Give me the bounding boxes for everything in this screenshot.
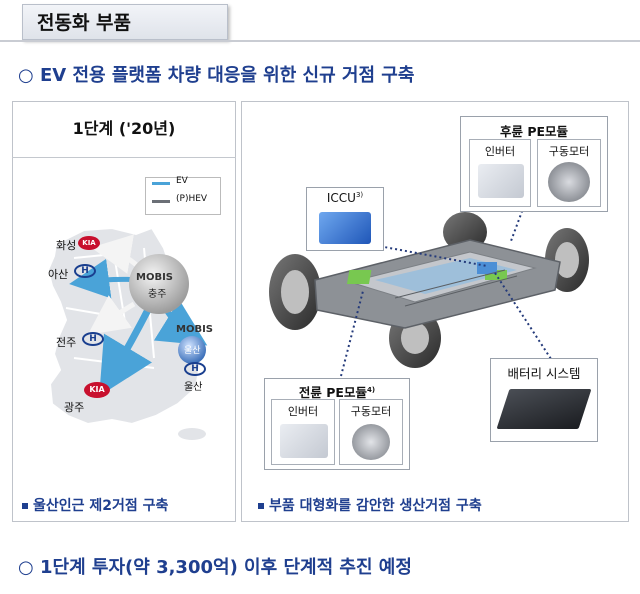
front-inverter-card: 인버터 — [271, 399, 335, 465]
ev-legend-swatch — [152, 182, 170, 185]
mobis-chungju-city: 충주 — [148, 289, 167, 300]
front-pe-title: 전륜 PE모듈 — [298, 385, 367, 400]
battery-image — [496, 389, 592, 429]
city-jeonju: 전주 — [56, 336, 77, 349]
square-bullet-icon — [258, 503, 264, 509]
front-pe-connector — [340, 290, 364, 377]
mobis-chungju-brand: MOBIS — [136, 272, 173, 283]
inverter-image — [280, 424, 328, 458]
front-pe-title-row: 전륜 PE모듈4) — [265, 382, 409, 401]
iccu-box: ICCU3) — [306, 187, 384, 251]
motor-image — [352, 424, 390, 460]
inverter-image — [478, 164, 524, 198]
ulsan-sphere — [178, 336, 206, 364]
legend-ev-label: EV — [176, 176, 188, 186]
front-pe-footnote: 4) — [366, 385, 376, 394]
rear-inverter-card: 인버터 — [469, 139, 531, 207]
hyundai-ulsan-city: 울산 — [184, 382, 203, 393]
front-motor-card: 구동모터 — [339, 399, 403, 465]
iccu-title: ICCU — [326, 191, 356, 205]
front-inverter-label: 인버터 — [287, 405, 319, 418]
iccu-image — [319, 212, 371, 244]
chungju-sphere — [129, 254, 189, 314]
square-bullet-icon — [22, 503, 28, 509]
hyundai-logo-jeonju-icon: H — [82, 332, 104, 346]
hev-legend-swatch — [152, 200, 170, 203]
page-title: 전동화 부품 — [22, 4, 228, 40]
legend-hev-label: (P)HEV — [176, 194, 208, 204]
kia-logo-gwangju: KIA — [84, 382, 110, 398]
right-note: 부품 대형화를 감안한 생산거점 구축 — [258, 495, 482, 515]
map-legend: EV (P)HEV — [145, 176, 221, 215]
kia-logo-hwaseong: KIA — [78, 236, 100, 250]
right-note-text: 부품 대형화를 감안한 생산거점 구축 — [269, 498, 482, 514]
motor-image — [548, 162, 590, 202]
mobis-ulsan-brand: MOBIS — [176, 324, 213, 335]
rear-pe-box: 후륜 PE모듈 인버터 구동모터 — [460, 116, 608, 212]
mobis-ulsan-city: 울산 — [184, 346, 201, 356]
heading-2-text: 1단계 투자(약 3,300억) 이후 단계적 추진 예정 — [39, 557, 412, 578]
rear-pe-title: 후륜 PE모듈 — [499, 124, 569, 139]
heading-1-text: EV 전용 플랫폼 차량 대응을 위한 신규 거점 구축 — [39, 65, 415, 86]
battery-box: 배터리 시스템 — [490, 358, 598, 442]
ev-platform-illustration — [269, 212, 589, 368]
rear-inverter-label: 인버터 — [484, 145, 516, 158]
circle-bullet-icon: ○ — [18, 65, 40, 86]
title-divider — [0, 40, 640, 42]
heading-1: ○ EV 전용 플랫폼 차량 대응을 위한 신규 거점 구축 — [18, 61, 414, 87]
hyundai-logo-ulsan-icon: H — [184, 362, 206, 376]
battery-title: 배터리 시스템 — [507, 366, 581, 381]
phase-title: 1단계 ('20년) — [12, 101, 236, 158]
left-note: 울산인근 제2거점 구축 — [22, 495, 168, 515]
iccu-title-row: ICCU3) — [307, 191, 383, 205]
rear-motor-label: 구동모터 — [548, 145, 590, 158]
left-note-text: 울산인근 제2거점 구축 — [33, 498, 169, 514]
hyundai-logo-asan-icon: H — [74, 264, 96, 278]
circle-bullet-icon: ○ — [18, 557, 40, 578]
city-gwangju: 광주 — [64, 401, 85, 414]
front-pe-box: 전륜 PE모듈4) 인버터 구동모터 — [264, 378, 410, 470]
front-motor-label: 구동모터 — [350, 405, 392, 418]
iccu-footnote: 3) — [355, 191, 364, 199]
rear-motor-card: 구동모터 — [537, 139, 601, 207]
city-hwaseong: 화성 — [56, 239, 77, 252]
city-asan: 아산 — [48, 268, 69, 281]
hev-arrow-to-jeonju — [87, 295, 136, 335]
heading-2: ○ 1단계 투자(약 3,300억) 이후 단계적 추진 예정 — [18, 553, 412, 579]
battery-connector — [494, 272, 552, 360]
